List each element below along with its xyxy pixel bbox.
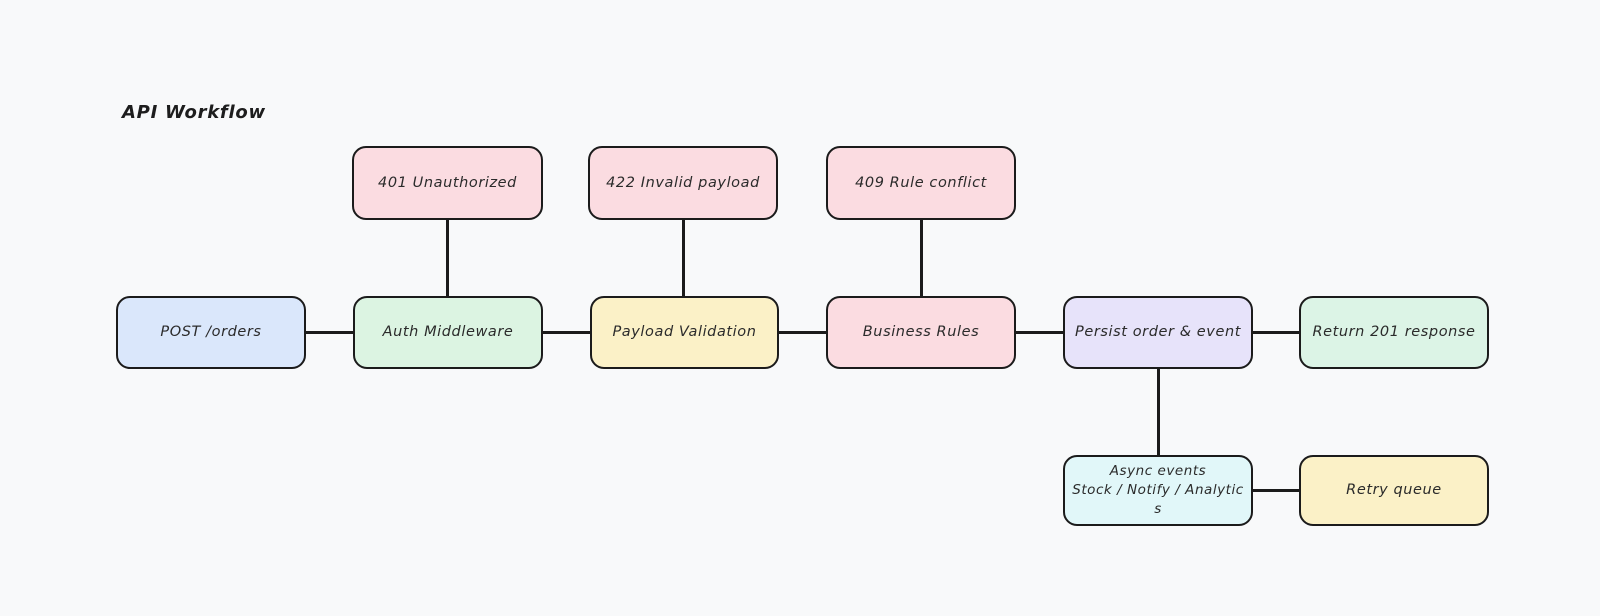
- node-post-orders[interactable]: POST /orders: [116, 296, 306, 369]
- node-async-events[interactable]: Async events Stock / Notify / Analytic s: [1063, 455, 1253, 526]
- node-label-business-rules: Business Rules: [862, 324, 980, 340]
- node-error-422[interactable]: 422 Invalid payload: [588, 146, 778, 220]
- node-label-async-events: Async events Stock / Notify / Analytic s: [1072, 463, 1244, 517]
- connector-post-orders-auth-middleware: [306, 331, 353, 334]
- node-label-return-201-response: Return 201 response: [1312, 324, 1476, 340]
- connector-error-409-business-rules: [920, 220, 923, 296]
- node-label-payload-validation: Payload Validation: [612, 324, 757, 340]
- node-label-error-409: 409 Rule conflict: [855, 174, 987, 191]
- node-retry-queue[interactable]: Retry queue: [1299, 455, 1489, 526]
- node-label-retry-queue: Retry queue: [1346, 482, 1442, 498]
- node-return-201-response[interactable]: Return 201 response: [1299, 296, 1489, 369]
- node-payload-validation[interactable]: Payload Validation: [590, 296, 779, 369]
- connector-persist-order-event-async-events: [1157, 369, 1160, 455]
- connector-async-events-retry-queue: [1253, 489, 1299, 492]
- connector-error-422-payload-validation: [682, 220, 685, 296]
- connector-auth-middleware-payload-validation: [543, 331, 590, 334]
- node-auth-middleware[interactable]: Auth Middleware: [353, 296, 543, 369]
- diagram-title: API Workflow: [122, 102, 266, 123]
- connector-payload-validation-business-rules: [779, 331, 826, 334]
- connector-persist-order-event-return-201-response: [1253, 331, 1299, 334]
- node-label-auth-middleware: Auth Middleware: [382, 324, 514, 340]
- connector-error-401-auth-middleware: [446, 220, 449, 296]
- node-error-401[interactable]: 401 Unauthorized: [352, 146, 543, 220]
- connector-business-rules-persist-order-event: [1016, 331, 1063, 334]
- node-label-error-422: 422 Invalid payload: [606, 174, 760, 191]
- node-label-persist-order-event: Persist order & event: [1075, 324, 1241, 340]
- node-persist-order-event[interactable]: Persist order & event: [1063, 296, 1253, 369]
- node-error-409[interactable]: 409 Rule conflict: [826, 146, 1016, 220]
- node-business-rules[interactable]: Business Rules: [826, 296, 1016, 369]
- node-label-post-orders: POST /orders: [160, 324, 262, 340]
- node-label-error-401: 401 Unauthorized: [378, 174, 517, 191]
